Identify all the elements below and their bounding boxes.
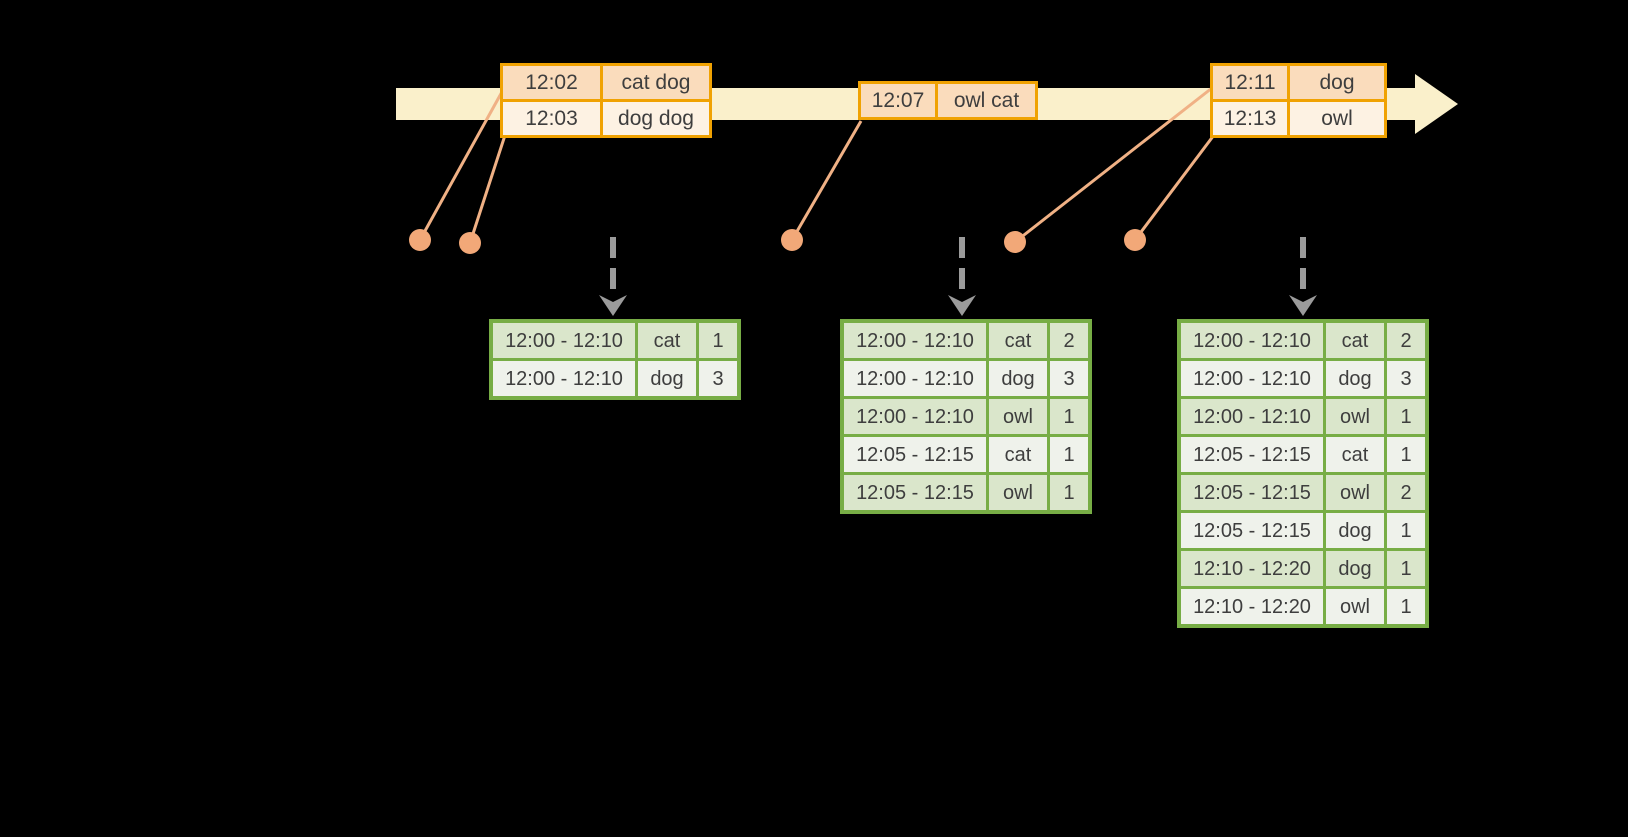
window-cell: 12:00 - 12:10 (493, 361, 635, 396)
word-cell: owl (989, 475, 1047, 510)
event-time: 12:07 (861, 84, 935, 117)
trigger-arrowhead-icon-1 (599, 295, 627, 316)
event-connector-line-2 (468, 125, 510, 244)
word-cell: cat (1326, 323, 1384, 358)
count-cell: 2 (1387, 323, 1425, 358)
result-table-3: 12:00 - 12:10 cat 2 12:00 - 12:10 dog 3 … (1177, 319, 1429, 628)
trigger-arrowhead-icon-2 (948, 295, 976, 316)
event-words: dog (1290, 66, 1384, 99)
count-cell: 1 (1387, 551, 1425, 586)
count-cell: 1 (1387, 589, 1425, 624)
word-cell: dog (638, 361, 696, 396)
window-cell: 12:05 - 12:15 (1181, 475, 1323, 510)
word-cell: cat (638, 323, 696, 358)
window-cell: 12:05 - 12:15 (844, 437, 986, 472)
window-cell: 12:00 - 12:10 (493, 323, 635, 358)
event-connector-line-3 (790, 120, 863, 241)
window-cell: 12:00 - 12:10 (1181, 399, 1323, 434)
event-connector-line-1 (418, 89, 505, 241)
result-table-2: 12:00 - 12:10 cat 2 12:00 - 12:10 dog 3 … (840, 319, 1092, 514)
count-cell: 3 (1387, 361, 1425, 396)
window-cell: 12:05 - 12:15 (1181, 437, 1323, 472)
word-cell: cat (989, 437, 1047, 472)
event-dot-2 (459, 232, 481, 254)
word-cell: cat (1326, 437, 1384, 472)
event-time: 12:03 (503, 102, 600, 135)
word-cell: dog (1326, 513, 1384, 548)
event-words: cat dog (603, 66, 709, 99)
event-time: 12:13 (1213, 102, 1287, 135)
count-cell: 1 (1050, 437, 1088, 472)
count-cell: 1 (1387, 513, 1425, 548)
word-cell: owl (989, 399, 1047, 434)
event-words: owl (1290, 102, 1384, 135)
event-dot-3 (781, 229, 803, 251)
window-cell: 12:00 - 12:10 (844, 323, 986, 358)
word-cell: cat (989, 323, 1047, 358)
event-dot-1 (409, 229, 431, 251)
window-cell: 12:00 - 12:10 (844, 399, 986, 434)
window-cell: 12:00 - 12:10 (844, 361, 986, 396)
window-cell: 12:05 - 12:15 (844, 475, 986, 510)
timeline-arrowhead-icon (1415, 74, 1458, 134)
count-cell: 2 (1050, 323, 1088, 358)
count-cell: 3 (699, 361, 737, 396)
word-cell: owl (1326, 475, 1384, 510)
count-cell: 1 (1050, 399, 1088, 434)
window-cell: 12:00 - 12:10 (1181, 361, 1323, 396)
word-cell: owl (1326, 589, 1384, 624)
event-connector-line-4 (1014, 86, 1213, 244)
word-cell: dog (1326, 551, 1384, 586)
event-table-2: 12:07 owl cat (858, 81, 1038, 120)
event-table-1: 12:02 cat dog 12:03 dog dog (500, 63, 712, 138)
event-words: dog dog (603, 102, 709, 135)
word-cell: dog (1326, 361, 1384, 396)
count-cell: 3 (1050, 361, 1088, 396)
word-cell: owl (1326, 399, 1384, 434)
window-cell: 12:00 - 12:10 (1181, 323, 1323, 358)
event-words: owl cat (938, 84, 1035, 117)
event-dot-4 (1004, 231, 1026, 253)
window-cell: 12:10 - 12:20 (1181, 551, 1323, 586)
count-cell: 1 (1050, 475, 1088, 510)
count-cell: 2 (1387, 475, 1425, 510)
result-table-1: 12:00 - 12:10 cat 1 12:00 - 12:10 dog 3 (489, 319, 741, 400)
word-cell: dog (989, 361, 1047, 396)
count-cell: 1 (699, 323, 737, 358)
event-table-3: 12:11 dog 12:13 owl (1210, 63, 1387, 138)
event-time: 12:11 (1213, 66, 1287, 99)
window-cell: 12:05 - 12:15 (1181, 513, 1323, 548)
event-connector-line-5 (1133, 130, 1219, 241)
window-cell: 12:10 - 12:20 (1181, 589, 1323, 624)
event-time: 12:02 (503, 66, 600, 99)
trigger-arrowhead-icon-3 (1289, 295, 1317, 316)
event-dot-5 (1124, 229, 1146, 251)
count-cell: 1 (1387, 437, 1425, 472)
count-cell: 1 (1387, 399, 1425, 434)
